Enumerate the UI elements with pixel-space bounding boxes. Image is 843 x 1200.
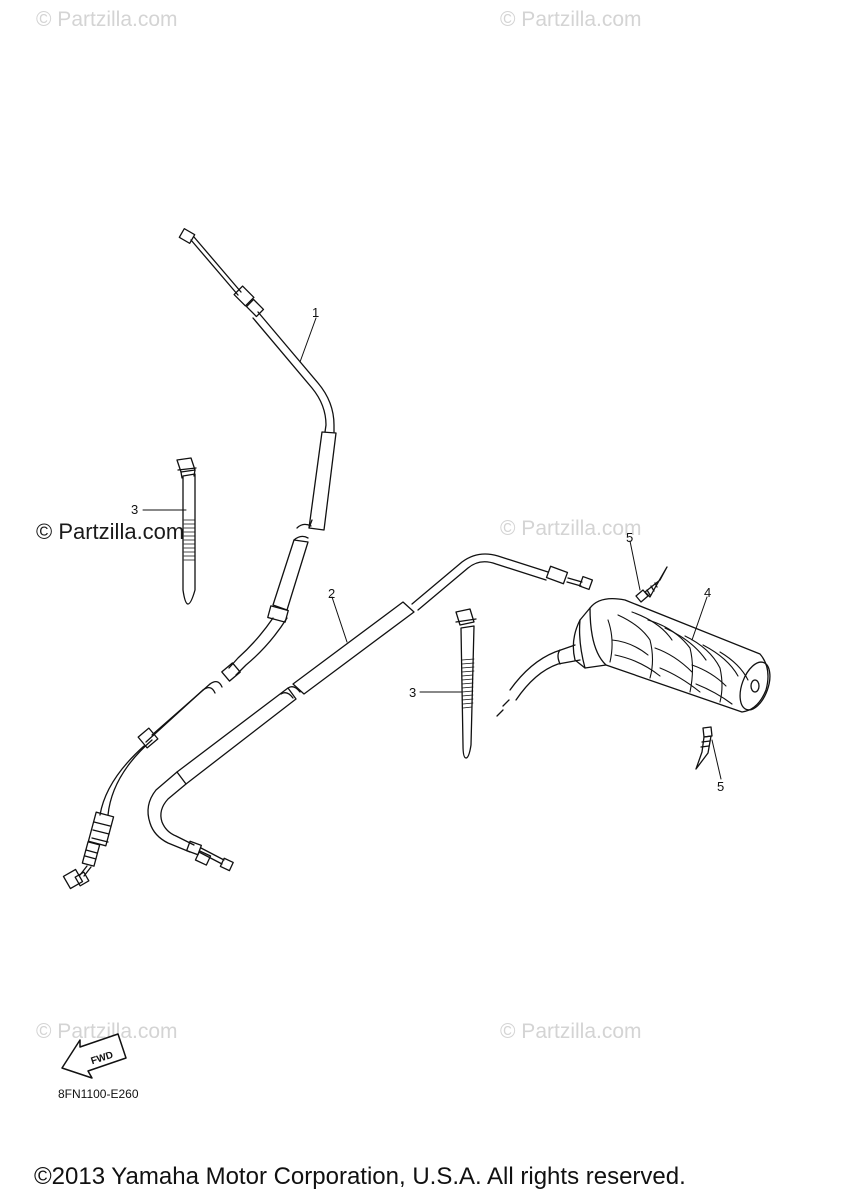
- callout-part-3-right: 3: [409, 685, 417, 700]
- callout-part-3-left: 3: [131, 502, 139, 517]
- screw-top-part-5: [635, 566, 668, 603]
- callout-part-4: 4: [704, 585, 712, 600]
- callout-part-2: 2: [328, 586, 336, 601]
- diagram-code: 8FN1100-E260: [58, 1087, 139, 1101]
- watermark-bottom-left: © Partzilla.com: [36, 1020, 178, 1043]
- watermark-top-left: © Partzilla.com: [36, 8, 178, 31]
- watermark-middle-left: © Partzilla.com: [36, 519, 185, 544]
- fwd-direction-arrow-icon: FWD: [61, 1033, 127, 1079]
- watermark-top-right: © Partzilla.com: [500, 8, 642, 31]
- callout-part-1: 1: [312, 305, 320, 320]
- watermark-middle-right: © Partzilla.com: [500, 517, 642, 540]
- cable-tie-right-part-3: [455, 608, 477, 759]
- copyright-notice: ©2013 Yamaha Motor Corporation, U.S.A. A…: [34, 1163, 686, 1190]
- callout-part-5-top: 5: [626, 530, 634, 545]
- leader-lines: [142, 317, 722, 780]
- cable-tie-left-part-3: [176, 457, 197, 605]
- callout-part-5-bottom: 5: [717, 779, 725, 794]
- handlebar-grip-part-4: [496, 597, 771, 717]
- cable-part-2: [147, 553, 594, 872]
- throttle-cable-part-1: [62, 228, 337, 890]
- screw-bottom-part-5: [695, 726, 713, 770]
- watermark-bottom-right: © Partzilla.com: [500, 1020, 642, 1043]
